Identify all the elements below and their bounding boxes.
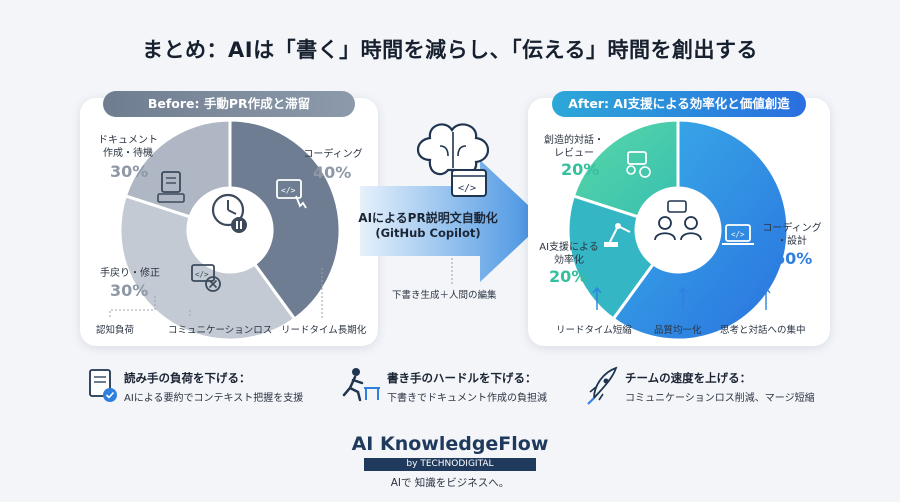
svg-text:</>: </> <box>195 270 209 279</box>
before-issue-cognitive-load: 認知負荷 <box>96 325 135 336</box>
before-segment-documentation <box>123 118 232 219</box>
presenter-chat-icon <box>626 151 651 178</box>
before-value-coding: 40% <box>313 163 352 182</box>
after-segment-coding-design <box>611 118 790 342</box>
document-keyboard-icon <box>157 171 185 203</box>
arrow-title: AIによるPR説明文自動化 <box>358 211 498 225</box>
svg-text:</>: </> <box>458 183 476 194</box>
after-value-ai-efficiency: 20% <box>549 267 588 286</box>
before-value-documentation: 30% <box>110 162 149 181</box>
code-error-icon: </> <box>191 264 221 292</box>
after-label-creative-dialogue: 創造的対話・レビュー <box>544 135 604 159</box>
laptop-code-icon: </> <box>722 224 754 245</box>
team-discussion-icon <box>654 200 702 241</box>
clock-pause-icon <box>211 193 247 233</box>
code-window-icon: </> <box>451 169 487 197</box>
brand-tagline: AIで 知識をビジネスへ。 <box>390 477 510 489</box>
benefit-writer-hurdle-sub: 下書きでドキュメント作成の負担減 <box>387 393 547 404</box>
arrow-note: 下書き生成＋人間の編集 <box>392 290 497 301</box>
before-issue-communication-loss: コミュニケーションロス <box>168 325 273 336</box>
benefit-writer-hurdle: 書き手のハードルを下げる： 下書きでドキュメント作成の負担減 <box>387 370 547 404</box>
before-label-coding: コーディング <box>303 149 363 160</box>
page-title: まとめ：AIは「書く」時間を減らし、「伝える」時間を創出する <box>142 38 758 62</box>
after-label-coding-design: コーディング・設計 <box>762 223 822 247</box>
after-header: After: AI支援による効率化と価値創造 <box>552 91 806 117</box>
arrow-subtitle: (GitHub Copilot) <box>375 226 481 240</box>
robot-arm-icon <box>604 223 631 247</box>
svg-text:</>: </> <box>281 186 296 195</box>
benefit-reader-load-sub: AIによる要約でコンテキスト把握を支援 <box>124 393 304 404</box>
benefit-team-speed-title: チームの速度を上げる： <box>625 371 752 385</box>
benefit-reader-load-title: 読み手の負荷を下げる： <box>124 371 251 385</box>
svg-text:</>: </> <box>731 230 745 239</box>
brain-icon <box>416 123 490 176</box>
after-label-ai-efficiency: AI支援による効率化 <box>539 242 599 266</box>
benefit-team-speed: チームの速度を上げる： コミュニケーションロス削減、マージ短縮 <box>625 370 815 404</box>
brand-logo-by: by TECHNODIGITAL <box>406 459 494 469</box>
before-value-rework: 30% <box>110 281 149 300</box>
after-outcome-lead-time: リードタイム短縮 <box>556 325 632 336</box>
rocket-icon <box>587 366 618 405</box>
document-check-icon <box>89 369 117 402</box>
before-label-rework: 手戻り・修正 <box>100 268 160 279</box>
brand-logo-name: AI KnowledgeFlow <box>351 433 549 455</box>
before-label-documentation: ドキュメント作成・待機 <box>98 135 158 159</box>
after-value-creative-dialogue: 20% <box>561 160 600 179</box>
hurdle-runner-icon <box>342 368 380 402</box>
brand-logo-bar <box>364 458 536 471</box>
before-segment-coding <box>228 118 342 322</box>
after-value-coding-design: 60% <box>774 249 813 268</box>
before-issue-lead-time: リードタイム長期化 <box>281 325 367 336</box>
after-segment-creative-dialogue <box>571 118 680 219</box>
after-outcome-focus: 思考と対話への集中 <box>720 325 806 336</box>
benefit-writer-hurdle-title: 書き手のハードルを下げる： <box>387 371 537 385</box>
benefit-reader-load: 読み手の負荷を下げる： AIによる要約でコンテキスト把握を支援 <box>124 370 303 404</box>
before-header: Before: 手動PR作成と滞留 <box>103 91 355 117</box>
benefit-team-speed-sub: コミュニケーションロス削減、マージ短縮 <box>625 393 815 404</box>
after-outcome-quality: 品質均一化 <box>654 325 702 336</box>
code-click-icon: </> <box>276 179 307 209</box>
before-segment-rework <box>118 194 297 342</box>
after-segment-ai-efficiency <box>566 194 656 322</box>
